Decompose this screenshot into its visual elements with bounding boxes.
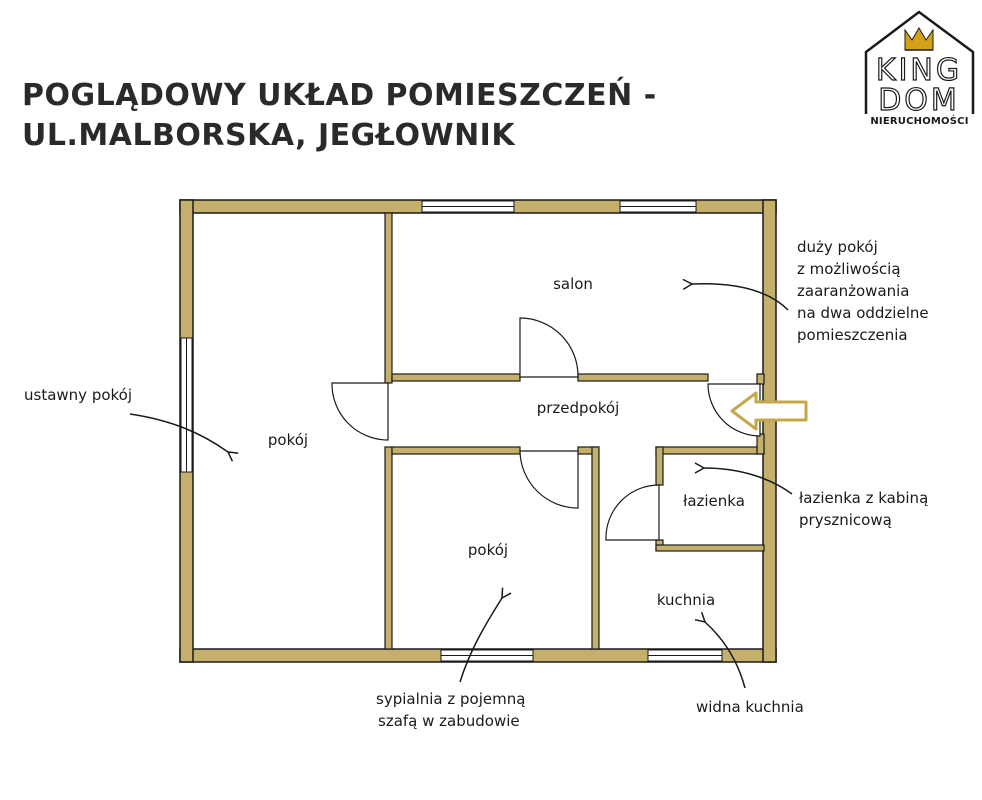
note-bathroom-line: łazienka z kabiną [799, 489, 929, 507]
page-title: POGLĄDOWY UKŁAD POMIESZCZEŃ - UL.MALBORS… [22, 76, 657, 156]
door-salon [519, 317, 579, 378]
annotation-arrows [129, 278, 793, 689]
room-label-kitchen: kuchnia [657, 591, 715, 609]
note-salon-line: na dwa oddzielne [797, 304, 929, 322]
room-label-hall: przedpokój [537, 399, 620, 417]
logo-line-2: DOM [878, 83, 960, 118]
note-salon-line: zaaranżowania [797, 282, 910, 300]
door-bedroom [519, 450, 579, 509]
logo-line-1: KING [876, 53, 962, 88]
room-label-bathroom: łazienka [683, 492, 745, 510]
note-bathroom: łazienka z kabiną prysznicową [799, 487, 928, 531]
note-salon-line: z możliwością [797, 260, 901, 278]
note-salon-line: duży pokój [797, 238, 878, 256]
logo-tagline: NIERUCHOMOŚCI [870, 116, 969, 127]
house-outline-icon [864, 10, 975, 114]
arrow-salon [682, 278, 789, 311]
note-bedroom-line: sypialnia z pojemną [376, 690, 526, 708]
title-line-1: POGLĄDOWY UKŁAD POMIESZCZEŃ - [22, 78, 657, 113]
arrow-bathroom [694, 462, 793, 495]
kingdom-logo: KING DOM [864, 10, 975, 119]
entrance-arrow-icon [730, 391, 808, 431]
note-bedroom-line: szafą w zabudowie [378, 712, 520, 730]
arrow-bedroom [459, 587, 512, 683]
windows [180, 200, 723, 662]
door-bathroom [605, 484, 660, 541]
arrow-kitchen [694, 612, 746, 689]
note-salon: duży pokój z możliwością zaaranżowania n… [797, 236, 929, 346]
note-left-room: ustawny pokój [24, 386, 133, 404]
note-bathroom-line: prysznicową [799, 511, 892, 529]
room-label-left: pokój [268, 431, 308, 449]
room-label-middle: pokój [468, 541, 508, 559]
note-kitchen: widna kuchnia [696, 698, 804, 716]
arrow-left-room [129, 413, 239, 462]
crown-icon [904, 27, 934, 51]
doors [331, 317, 761, 541]
note-bedroom: sypialnia z pojemną szafą w zabudowie [376, 688, 525, 732]
note-salon-line: pomieszczenia [797, 326, 908, 344]
title-line-2: UL.MALBORSKA, JEGŁOWNIK [22, 118, 516, 153]
room-label-salon: salon [553, 275, 593, 293]
interior-walls [384, 212, 765, 650]
door-left-room [331, 382, 389, 441]
